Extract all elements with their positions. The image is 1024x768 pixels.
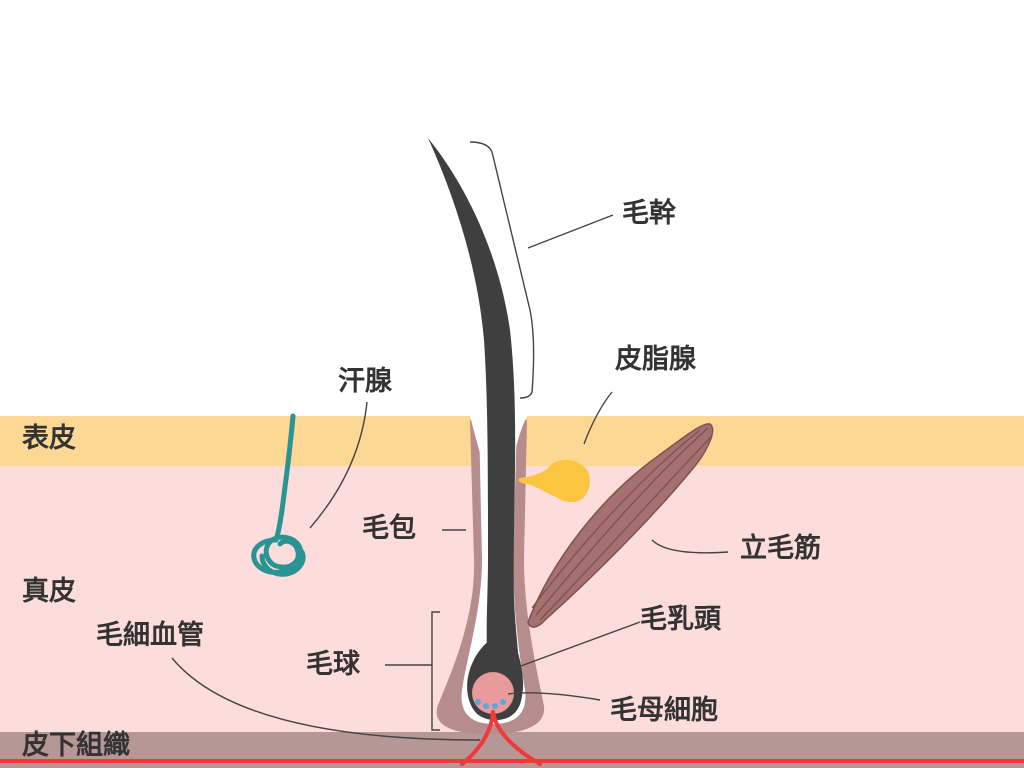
label-hair-shaft: 毛幹 [622,198,676,229]
leader-lines [171,141,729,741]
muscle-fibers [531,427,713,621]
sweat-gland-shape [251,413,306,577]
matrix-cell-dots [475,699,506,709]
label-capillaries: 毛細血管 [96,620,204,651]
label-epidermis: 表皮 [22,423,76,454]
sebaceous-gland-shape [518,459,590,503]
label-follicle: 毛包 [362,513,416,544]
label-subcutis: 皮下組織 [22,730,130,761]
label-dermis: 真皮 [22,576,76,607]
capillary-vessels [0,710,1024,766]
label-arrector-pili: 立毛筋 [740,533,821,564]
label-hair-matrix-cells: 毛母細胞 [610,695,718,726]
label-sweat-gland: 汗腺 [338,366,392,397]
hair-shaft-shape [428,138,519,680]
label-sebaceous-gland: 皮脂腺 [615,344,696,375]
arrector-pili-muscle [527,423,714,628]
label-hair-bulb: 毛球 [306,649,360,680]
label-dermal-papilla: 毛乳頭 [640,604,721,635]
